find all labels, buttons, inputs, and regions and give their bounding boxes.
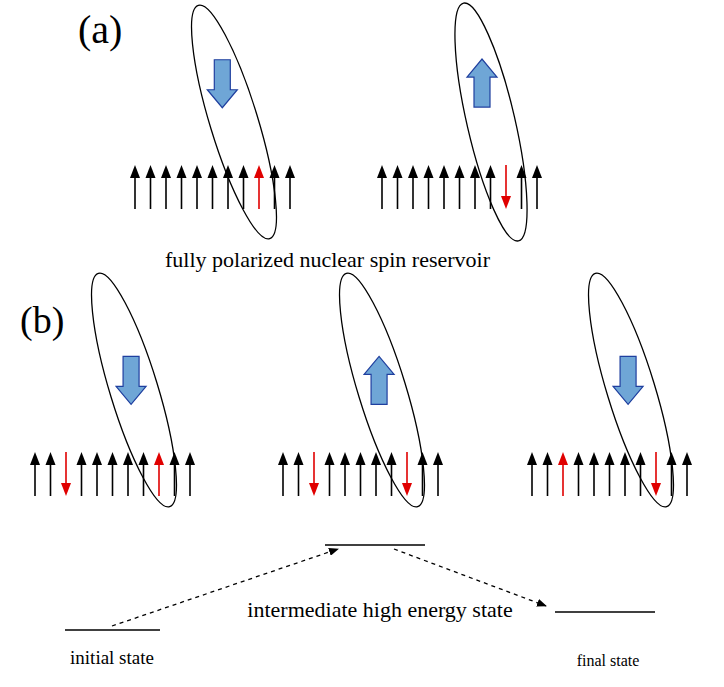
nuclear-spin xyxy=(92,452,102,496)
electron-wavefunction xyxy=(440,0,542,246)
nuclear-spin xyxy=(177,165,187,209)
initial-level xyxy=(65,629,160,630)
intermediate-level xyxy=(325,544,425,545)
nuclear-spin xyxy=(433,452,443,496)
energy-levels xyxy=(65,545,655,630)
nuclear-spin xyxy=(46,452,56,496)
final-level xyxy=(555,611,655,612)
nuclear-spin xyxy=(408,165,418,209)
nuclear-spin xyxy=(377,165,387,209)
electron-wavefunction xyxy=(175,0,292,246)
electron-wavefunction xyxy=(323,266,440,513)
nuclear-spin xyxy=(605,452,615,496)
flipped-nuclear-spin xyxy=(651,452,661,496)
electron-spin xyxy=(207,60,237,108)
nuclear-spin xyxy=(192,165,202,209)
caption-text: fully polarized nuclear spin reservoir xyxy=(163,248,492,272)
level-label: final state xyxy=(575,652,642,670)
nuclear-spin xyxy=(527,452,537,496)
level-label: initial state xyxy=(68,648,156,669)
panel-label: (b) xyxy=(18,300,66,342)
flipped-nuclear-spin xyxy=(501,165,511,209)
nuclear-spin xyxy=(146,165,156,209)
nuclear-spin xyxy=(123,452,133,496)
nuclear-spin xyxy=(470,165,480,209)
panel-label: (a) xyxy=(76,8,124,52)
electron-spin xyxy=(467,59,497,107)
nuclear-spin xyxy=(208,165,218,209)
flipped-nuclear-spin xyxy=(61,452,71,496)
nuclear-spin xyxy=(387,452,397,496)
nuclear-spin xyxy=(278,452,288,496)
flipped-nuclear-spin xyxy=(558,452,568,496)
level-label: intermediate high energy state xyxy=(245,598,514,622)
electron-wavefunction xyxy=(75,266,192,513)
flipped-nuclear-spin xyxy=(309,452,319,496)
flipped-nuclear-spin xyxy=(154,452,164,496)
electron-wavefunction xyxy=(572,266,689,513)
nuclear-spin xyxy=(325,452,335,496)
electron-spin xyxy=(613,356,643,404)
nuclear-spin xyxy=(285,165,295,209)
flipped-nuclear-spin xyxy=(254,165,264,209)
nuclear-spin xyxy=(108,452,118,496)
nuclear-spin xyxy=(130,165,140,209)
nuclear-spin xyxy=(574,452,584,496)
nuclear-spin xyxy=(589,452,599,496)
nuclear-spin xyxy=(356,452,366,496)
nuclear-spin xyxy=(139,452,149,496)
nuclear-spin xyxy=(77,452,87,496)
nuclear-spin xyxy=(393,165,403,209)
nuclear-spin xyxy=(161,165,171,209)
nuclear-spin xyxy=(294,452,304,496)
nuclear-spin xyxy=(185,452,195,496)
nuclear-spin xyxy=(636,452,646,496)
nuclear-spin xyxy=(620,452,630,496)
electron-spin xyxy=(364,356,394,404)
nuclear-spin xyxy=(371,452,381,496)
nuclear-spin xyxy=(30,452,40,496)
nuclear-spin xyxy=(532,165,542,209)
nuclear-spin xyxy=(543,452,553,496)
nuclear-spin xyxy=(340,452,350,496)
nuclear-spin xyxy=(424,165,434,209)
flipped-nuclear-spin xyxy=(402,452,412,496)
electron-spin xyxy=(116,356,146,404)
nuclear-spin xyxy=(455,165,465,209)
nuclear-spin xyxy=(439,165,449,209)
nuclear-spin xyxy=(682,452,692,496)
